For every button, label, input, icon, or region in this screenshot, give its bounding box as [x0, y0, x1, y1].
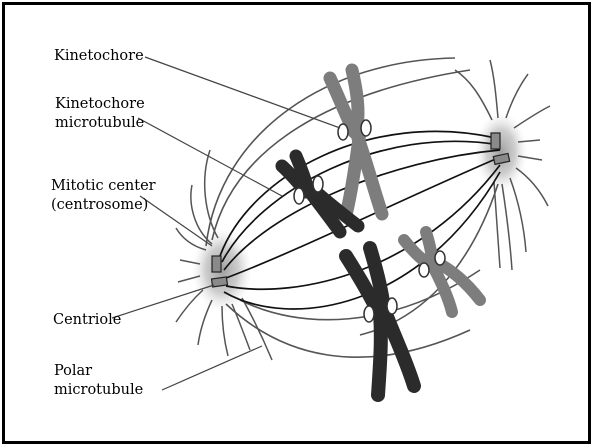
label-mitotic-center: Mitotic center (centrosome) [51, 178, 160, 213]
label-kinetochore: Kinetochore [54, 48, 144, 64]
chromosome-right-light [404, 232, 480, 312]
polar-microtubule-leader [162, 346, 262, 390]
chromosome-bottom-dark [346, 248, 414, 395]
label-kinetochore-microtubule: Kinetochore microtubule [55, 96, 149, 131]
label-polar-microtubule: Polar microtubule [54, 363, 143, 398]
kinetochore-leader [145, 57, 340, 128]
centriole-leader [112, 285, 214, 318]
label-centriole: Centriole [53, 312, 121, 328]
centrosome-leader [140, 196, 212, 246]
